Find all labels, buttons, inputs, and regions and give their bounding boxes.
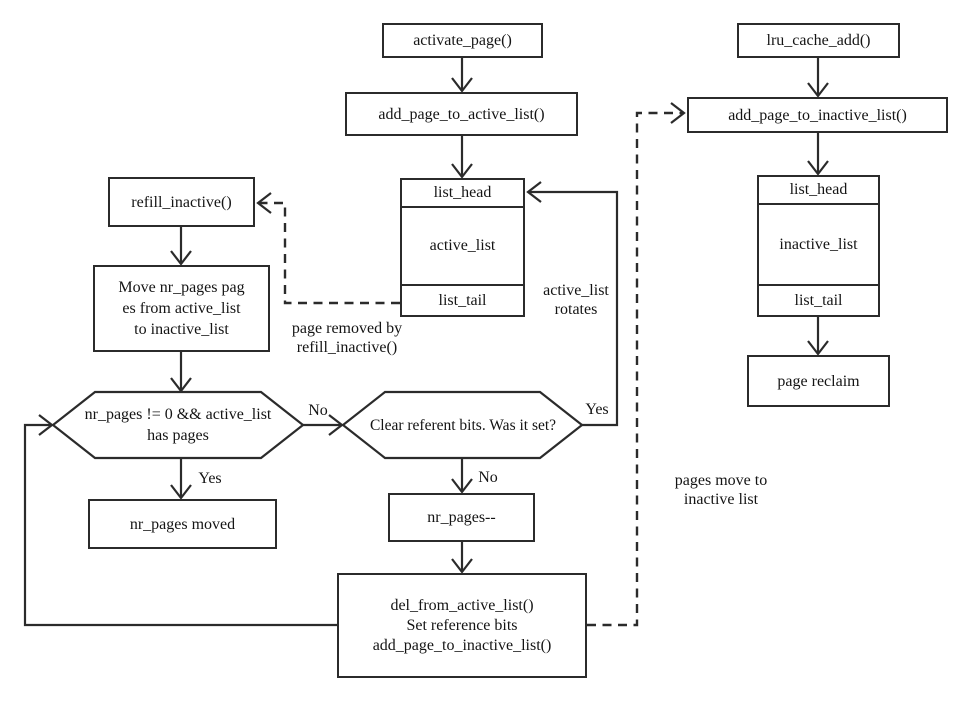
node-page-reclaim: page reclaim [747, 355, 890, 407]
label-pages-move-to-inactive: pages move to inactive list [674, 472, 768, 508]
nr-pages-check-label: nr_pages != 0 && active_list has pages [84, 406, 272, 444]
inactive-list-body-cell: inactive_list [779, 235, 858, 253]
node-del-from-active-list: del_from_active_list() Set reference bit… [337, 573, 587, 678]
dashed-listtail-to-refill [258, 201, 400, 305]
node-add-page-to-active-list: add_page_to_active_list() [345, 92, 578, 136]
label-yes-to-nr-pages-moved: Yes [198, 470, 222, 487]
inactive-list-head-cell: list_head [759, 177, 878, 205]
node-refill-inactive: refill_inactive() [108, 177, 255, 227]
node-active-list-structure: list_head active_list list_tail [400, 178, 525, 317]
label-yes-to-list-head: Yes [585, 401, 609, 418]
inactive-list-tail-cell: list_tail [759, 284, 878, 315]
active-list-head-cell: list_head [402, 180, 523, 208]
node-add-page-to-inactive-list: add_page_to_inactive_list() [687, 97, 948, 133]
node-nr-pages-moved: nr_pages moved [88, 499, 277, 549]
clear-referent-label: Clear referent bits. Was it set? [369, 416, 557, 434]
node-inactive-list-structure: list_head inactive_list list_tail [757, 175, 880, 317]
label-page-removed-by-refill: page removed by refill_inactive() [291, 320, 403, 356]
label-no-to-clear-referent: No [308, 402, 328, 419]
label-no-to-nr-pages-decrement: No [478, 469, 498, 486]
label-active-list-rotates: active_list rotates [543, 282, 609, 318]
dashed-del-to-addinactive [587, 111, 684, 627]
node-activate-page: activate_page() [382, 23, 543, 58]
node-nr-pages-decrement: nr_pages-- [388, 493, 535, 542]
active-list-body-cell: active_list [429, 237, 496, 254]
active-list-tail-cell: list_tail [402, 284, 523, 315]
node-lru-cache-add: lru_cache_add() [737, 23, 900, 58]
node-move-nr-pages: Move nr_pages pag es from active_list to… [93, 265, 270, 352]
